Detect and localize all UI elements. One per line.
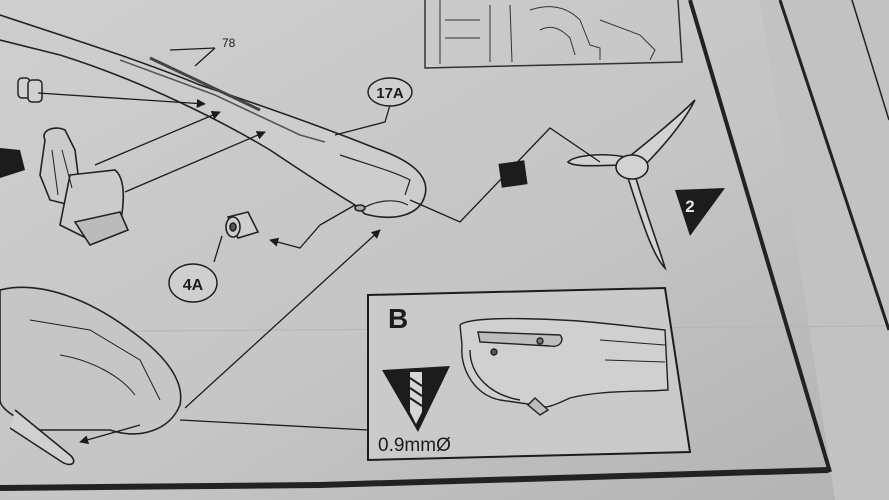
inset-fuselage-detail [459, 317, 669, 416]
inset-letter: B [388, 303, 408, 334]
detail-inset: B 0.9mmØ [367, 286, 692, 462]
square-node-icon [498, 160, 528, 188]
callout-4a-label: 4A [183, 277, 204, 294]
cylinder-part [225, 211, 260, 239]
triangle-arrow-icon: 2 [675, 188, 725, 236]
step-number: 2 [685, 197, 694, 216]
right-page-strip [760, 0, 889, 500]
small-parts [17, 77, 43, 103]
callout-4a: 4A [168, 263, 218, 303]
callout-17a-label: 17A [376, 85, 404, 102]
drill-bit-icon [382, 366, 450, 432]
cockpit-panel [424, 0, 683, 69]
drill-size-label: 0.9mmØ [378, 435, 451, 456]
cowling-part [0, 286, 182, 466]
callout-17a: 17A [367, 77, 413, 107]
seat-part [0, 127, 130, 246]
propeller-part [566, 99, 696, 271]
part-78-label: 78 [222, 36, 236, 50]
